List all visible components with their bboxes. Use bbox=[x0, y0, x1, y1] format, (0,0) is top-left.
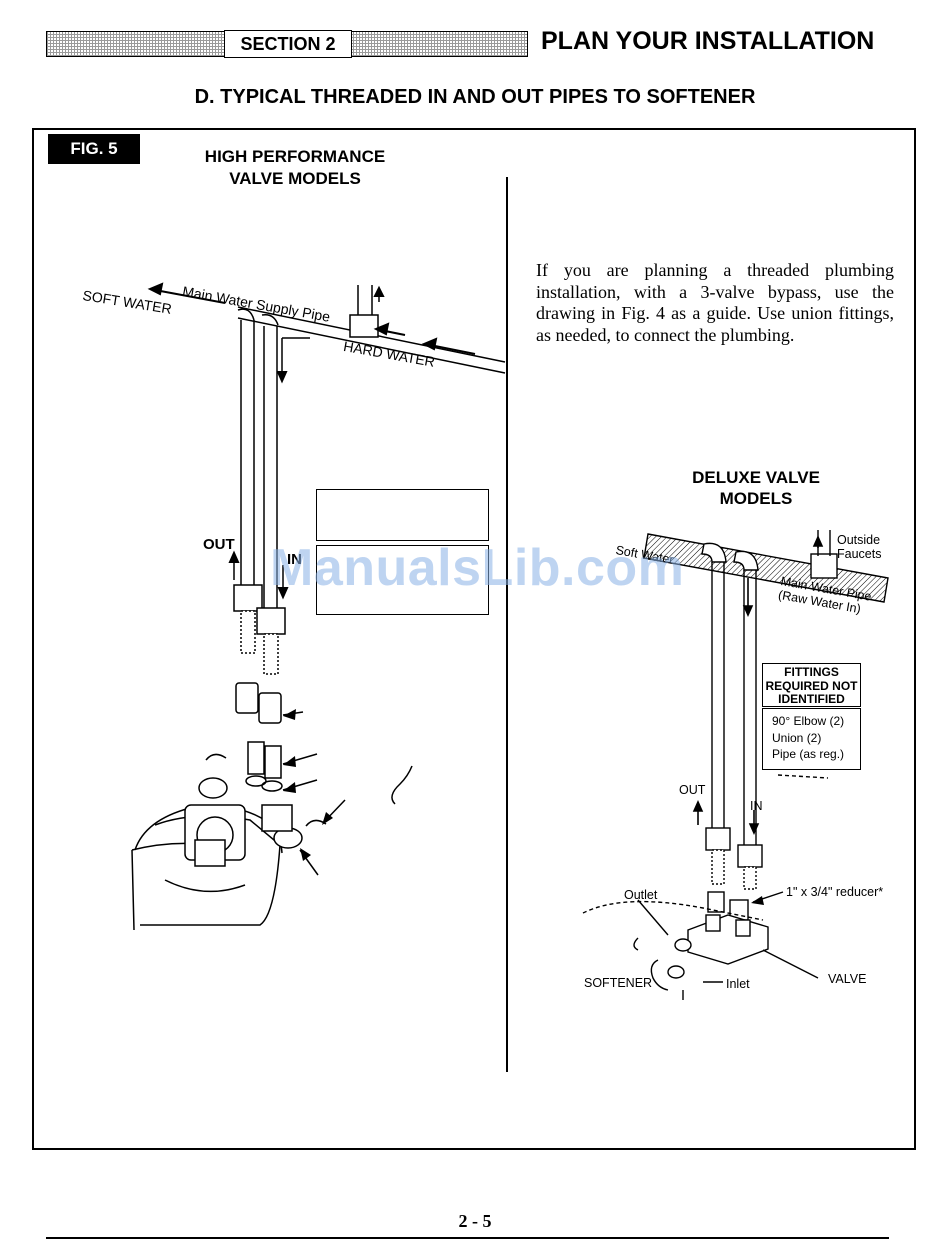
callout-box-bottom bbox=[316, 545, 489, 615]
instructions-paragraph: If you are planning a threaded plumbing … bbox=[536, 260, 894, 345]
high-performance-title-line2: VALVE MODELS bbox=[229, 169, 361, 188]
footer-rule bbox=[46, 1237, 889, 1239]
deluxe-plumbing-diagram bbox=[582, 530, 889, 1000]
valve-label: VALVE bbox=[828, 972, 867, 986]
subsection-heading: D. TYPICAL THREADED IN AND OUT PIPES TO … bbox=[194, 86, 756, 108]
out-label: OUT bbox=[203, 536, 235, 553]
deluxe-title-line2: MODELS bbox=[719, 489, 793, 508]
page-number: 2 - 5 bbox=[458, 1211, 492, 1231]
fittings-item: Union (2) bbox=[772, 730, 822, 745]
outlet-label: Outlet bbox=[624, 888, 658, 902]
softener-label: SOFTENER bbox=[584, 976, 653, 990]
fittings-required-heading: FITTINGS REQUIRED NOT IDENTIFIED bbox=[762, 663, 861, 707]
inlet-label: Inlet bbox=[726, 977, 750, 991]
figure-frame bbox=[32, 128, 916, 1150]
callout-box-top bbox=[316, 489, 489, 541]
watermark: ManualsLib.com bbox=[270, 539, 685, 597]
high-performance-title: HIGH PERFORMANCE VALVE MODELS bbox=[180, 146, 410, 190]
in-label: IN bbox=[287, 551, 302, 568]
fittings-item: Pipe (as reg.) bbox=[772, 747, 845, 761]
fittings-heading-line1: FITTINGS bbox=[784, 665, 839, 679]
deluxe-in-label: IN bbox=[750, 799, 763, 813]
fittings-heading-line2: REQUIRED NOT bbox=[765, 678, 858, 693]
section-label: SECTION 2 bbox=[224, 30, 352, 58]
outside-faucets-line1: Outside bbox=[837, 533, 881, 547]
outside-faucets-line2: Faucets bbox=[837, 547, 882, 561]
fittings-heading-line3: IDENTIFIED bbox=[778, 692, 845, 706]
deluxe-title: DELUXE VALVE MODELS bbox=[665, 467, 847, 509]
figure-tag: FIG. 5 bbox=[48, 134, 140, 164]
deluxe-out-label: OUT bbox=[679, 783, 706, 797]
high-performance-plumbing-diagram bbox=[131, 282, 506, 931]
outside-faucets-label: Outside Faucets bbox=[837, 533, 881, 561]
fittings-item: 90° Elbow (2) bbox=[772, 714, 845, 728]
reducer-label: 1" x 3/4" reducer* bbox=[786, 885, 884, 899]
column-divider bbox=[506, 177, 508, 1072]
high-performance-title-line1: HIGH PERFORMANCE bbox=[204, 147, 386, 166]
page-title: PLAN YOUR INSTALLATION bbox=[541, 27, 875, 55]
fittings-list: 90° Elbow (2) Union (2) Pipe (as reg.) bbox=[762, 708, 861, 770]
deluxe-title-line1: DELUXE VALVE bbox=[692, 468, 820, 487]
